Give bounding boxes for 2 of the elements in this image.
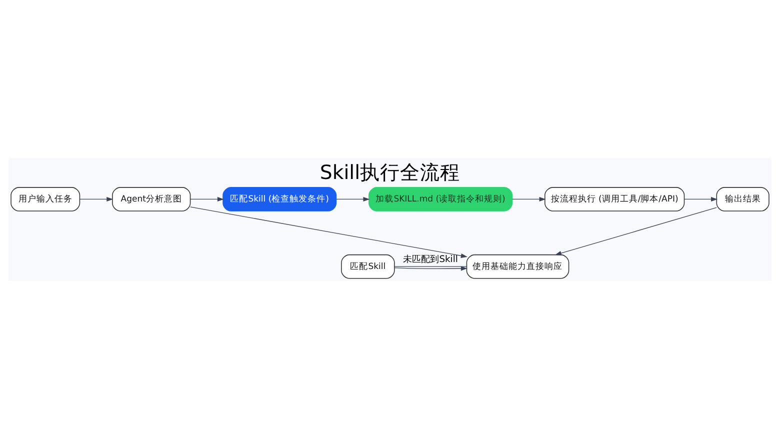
edge-label: 未匹配到Skill (403, 254, 458, 265)
diagram-title: Skill执行全流程 (320, 160, 460, 184)
